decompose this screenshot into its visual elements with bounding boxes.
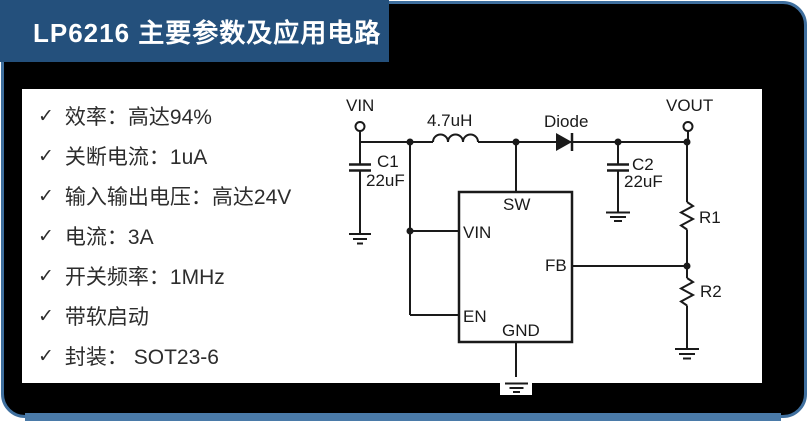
ic-pin-en-label: EN: [463, 307, 487, 326]
ic-pin-fb-label: FB: [545, 256, 567, 275]
diode-label: Diode: [544, 112, 588, 131]
feature-item: ✓ 电流：3A: [38, 216, 291, 256]
r1-label: R1: [699, 208, 721, 227]
diode-symbol: [556, 133, 572, 151]
capacitor-c1-plates: [349, 163, 371, 172]
junction-dot: [406, 138, 414, 146]
feature-text: 带软启动: [64, 306, 149, 329]
check-icon: ✓: [38, 145, 54, 167]
junction-dot: [406, 227, 414, 235]
check-icon: ✓: [38, 305, 54, 327]
check-icon: ✓: [38, 225, 54, 247]
header-banner: LP6216 主要参数及应用电路: [0, 0, 389, 62]
feature-item: ✓ 效率：高达94%: [38, 96, 291, 136]
c2-label: C2: [632, 155, 654, 174]
junction-dot: [683, 262, 691, 270]
feature-text: 效率：高达94%: [64, 106, 212, 129]
check-icon: ✓: [38, 265, 54, 287]
c1-label: C1: [377, 152, 399, 171]
ground-symbol-r2: [675, 348, 699, 360]
feature-item: ✓ 带软启动: [38, 296, 291, 336]
vin-terminal-label: VIN: [346, 96, 374, 115]
feature-item: ✓ 关断电流：1uA: [38, 136, 291, 176]
ic-pin-sw-label: SW: [503, 195, 530, 214]
resistor-r1-symbol: [678, 201, 696, 231]
check-icon: ✓: [38, 185, 54, 207]
resistor-r2-symbol: [678, 277, 696, 307]
feature-text: 封装： SOT23-6: [64, 346, 219, 369]
ground-symbol-c2: [606, 211, 630, 222]
feature-item: ✓ 封装： SOT23-6: [38, 336, 291, 376]
feature-text: 输入输出电压：高达24V: [64, 186, 292, 209]
ic-pin-vin-label: VIN: [463, 223, 491, 242]
check-icon: ✓: [38, 105, 54, 127]
r2-label: R2: [700, 282, 722, 301]
capacitor-c2-plates: [607, 163, 629, 172]
feature-item: ✓ 开关频率：1MHz: [38, 256, 291, 296]
c2-value-label: 22uF: [624, 172, 663, 191]
junction-dot: [614, 138, 622, 146]
vout-terminal: [682, 121, 694, 132]
vout-terminal-label: VOUT: [666, 96, 713, 115]
feature-item: ✓ 输入输出电压：高达24V: [38, 176, 291, 216]
page-title: LP6216 主要参数及应用电路: [33, 17, 382, 48]
feature-text: 关断电流：1uA: [64, 146, 208, 169]
inductor-symbol: [432, 133, 479, 143]
gnd-symbol-halo: [500, 377, 532, 395]
ic-pin-gnd-label: GND: [502, 321, 540, 340]
feature-list: ✓ 效率：高达94% ✓ 关断电流：1uA ✓ 输入输出电压：高达24V ✓ 电流：3A…: [38, 96, 291, 376]
junction-dot: [683, 138, 691, 146]
c1-value-label: 22uF: [366, 171, 405, 190]
content-card: ✓ 效率：高达94% ✓ 关断电流：1uA ✓ 输入输出电压：高达24V ✓ 电流：3A…: [22, 89, 762, 383]
bottom-accent-bar: [25, 413, 781, 421]
inductor-label: 4.7uH: [427, 111, 472, 130]
ground-symbol-ic: [505, 382, 528, 393]
junction-dot: [512, 138, 520, 146]
ground-symbol-c1: [349, 233, 371, 245]
check-icon: ✓: [38, 345, 54, 367]
vin-terminal: [354, 121, 366, 132]
feature-text: 电流：3A: [64, 226, 154, 249]
feature-text: 开关频率：1MHz: [64, 266, 225, 289]
